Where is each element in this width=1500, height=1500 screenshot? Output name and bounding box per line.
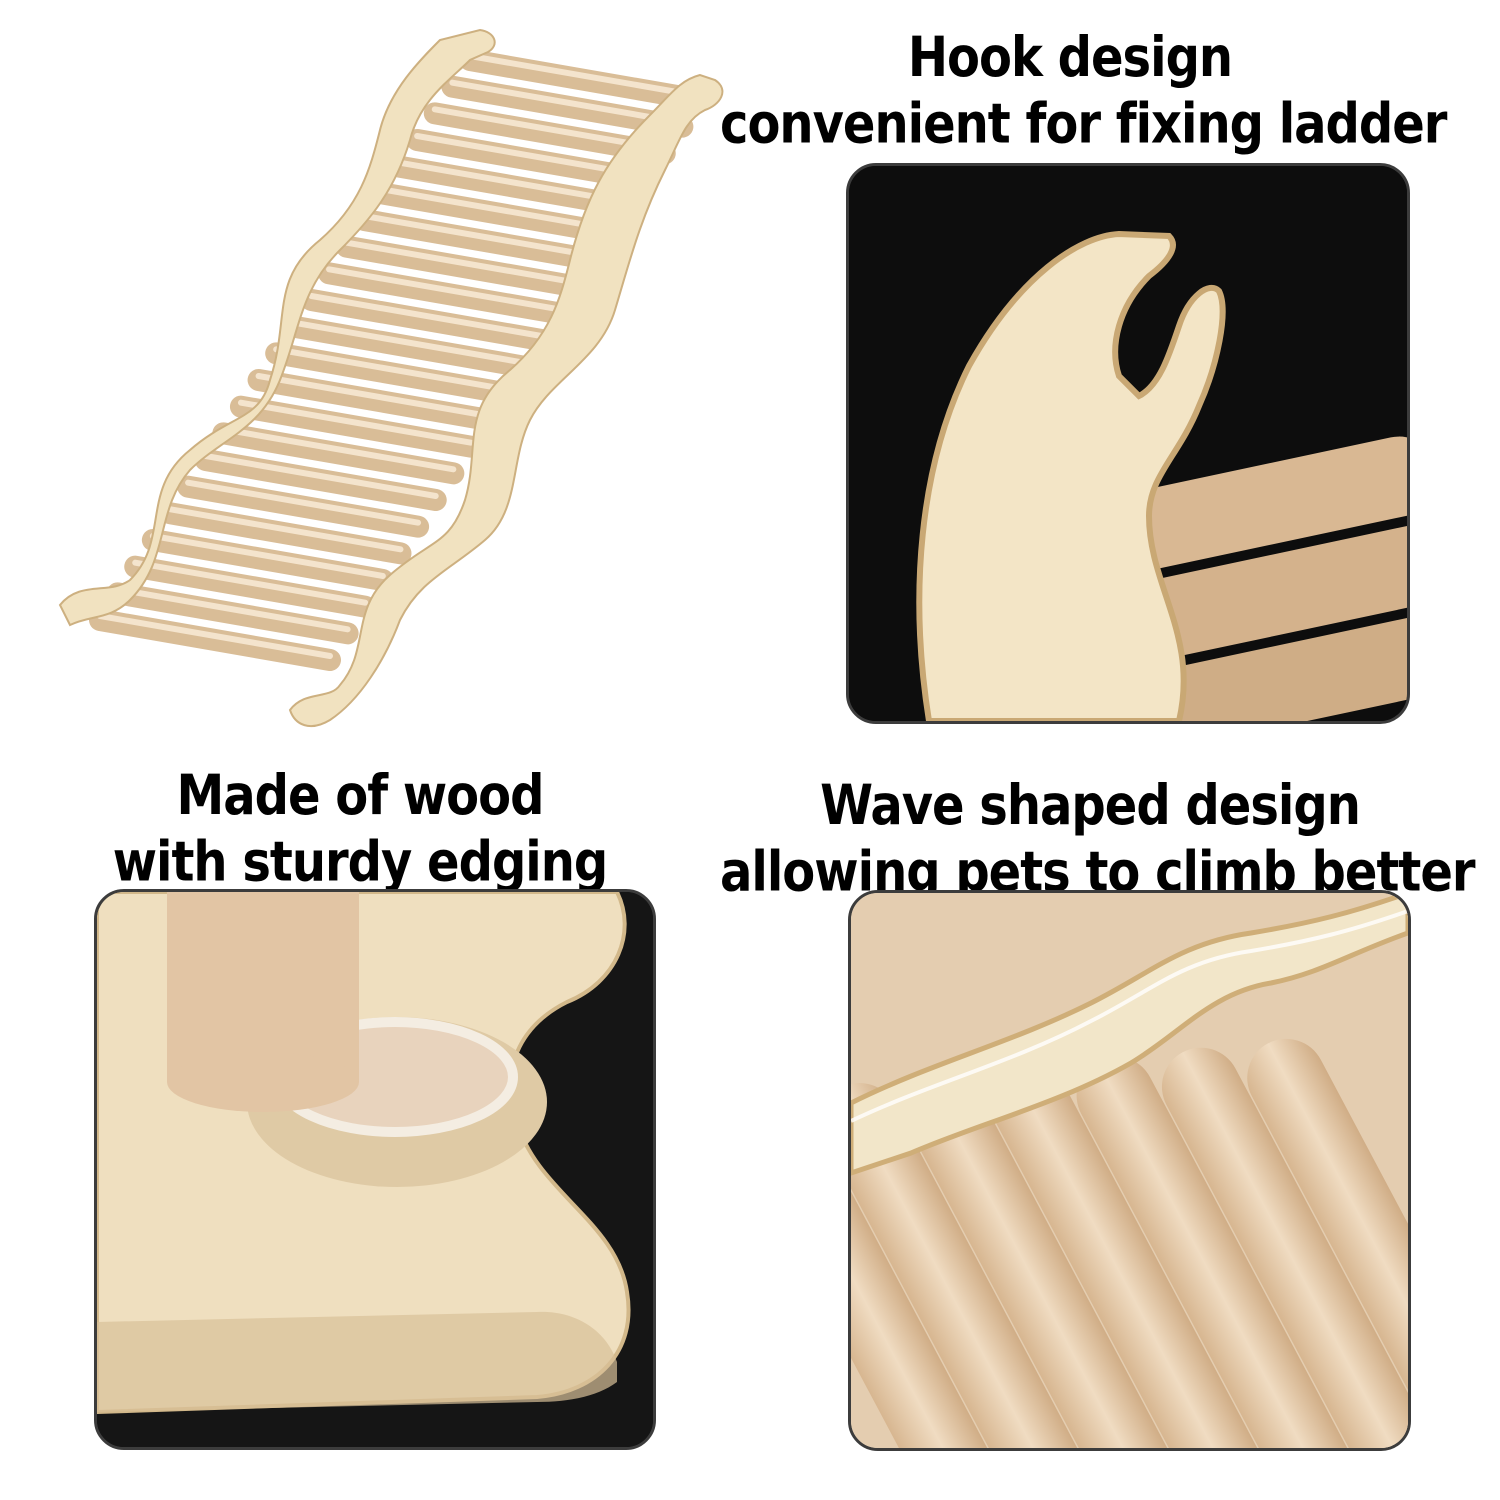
ladder-dowel-highlight <box>167 506 404 553</box>
wave-dowel <box>851 1083 1107 1448</box>
ladder-dowel-highlight <box>114 586 351 633</box>
ladder-dowel <box>124 555 377 618</box>
hook-closeup-photo <box>849 166 1407 721</box>
wood-material-caption: Made of wood with sturdy edging <box>60 762 660 895</box>
wave-dowel <box>1247 1038 1408 1448</box>
ladder-product-image <box>40 20 740 760</box>
ladder-dowel <box>335 235 588 298</box>
ladder-dowel <box>141 529 394 591</box>
ladder-dowel <box>229 395 482 458</box>
ladder-dowel <box>353 209 606 271</box>
ladder-dowel <box>300 289 553 351</box>
wave-design-caption: Wave shaped design allowing pets to clim… <box>720 772 1476 905</box>
ladder-dowel-highlight <box>378 186 615 233</box>
ladder-dowel <box>106 582 359 645</box>
ladder-dowel-highlight <box>149 533 386 579</box>
hook-design-caption: Hook design convenient for fixing ladder <box>720 24 1447 157</box>
ladder-dowel-highlight <box>255 373 492 419</box>
left-rail <box>58 28 496 627</box>
ladder-dowel <box>459 49 711 111</box>
ladder-dowel <box>318 262 571 325</box>
wave-rail-photo <box>851 893 1408 1448</box>
hook-caption-line1: Hook design <box>907 25 1233 90</box>
ladder-dowel <box>247 369 500 431</box>
ladder-dowel <box>282 315 535 378</box>
wave-rail-closeup <box>851 893 1408 1176</box>
ladder-dowel-highlight <box>237 399 474 446</box>
wave-caption-line1: Wave shaped design <box>820 773 1361 838</box>
wave-dowel <box>1076 1056 1363 1448</box>
ladder-dowel-highlight <box>308 293 545 339</box>
dowel-closeup <box>167 892 359 1082</box>
ladder-dowel-highlight <box>290 319 527 366</box>
ladder-dowel-highlight <box>97 613 333 659</box>
ladder-dowel-highlight <box>449 79 686 126</box>
ladder-dowel <box>265 342 518 405</box>
wave-ladder-illustration <box>58 28 724 728</box>
wood-edging-photo <box>97 892 653 1447</box>
wood-edging-panel <box>94 889 656 1450</box>
ladder-dowel-highlight <box>326 266 563 313</box>
ladder-dowel <box>370 182 623 245</box>
hook-caption-line2: convenient for fixing ladder <box>720 91 1447 157</box>
ladder-dowel-highlight <box>343 239 580 286</box>
wood-caption-line1: Made of wood <box>176 763 544 828</box>
ladder-dowel-highlight <box>467 53 703 99</box>
wave-dowel <box>906 1074 1192 1448</box>
wave-rail-panel <box>848 890 1411 1451</box>
wave-dowel <box>851 1091 1021 1448</box>
hook-closeup-panel <box>846 163 1410 724</box>
ladder-dowel <box>194 449 447 511</box>
ladder-dowel-highlight <box>361 213 598 259</box>
ladder-dowel <box>89 609 341 671</box>
ladder-dowel <box>212 422 465 485</box>
ladder-dowel-highlight <box>273 346 510 393</box>
ladder-dowel-highlight <box>132 559 369 606</box>
ladder-dowel-highlight <box>202 453 439 499</box>
ladder-dowel-highlight <box>220 426 457 473</box>
ladder-dowel <box>177 475 430 538</box>
wood-caption-line2: with sturdy edging <box>112 829 609 895</box>
right-rail <box>288 73 724 728</box>
wave-dowel <box>1161 1047 1408 1448</box>
ladder-dowel-highlight <box>185 479 422 526</box>
hook-board <box>916 230 1226 721</box>
wave-dowel <box>991 1065 1277 1448</box>
ladder-dowel <box>159 502 412 565</box>
